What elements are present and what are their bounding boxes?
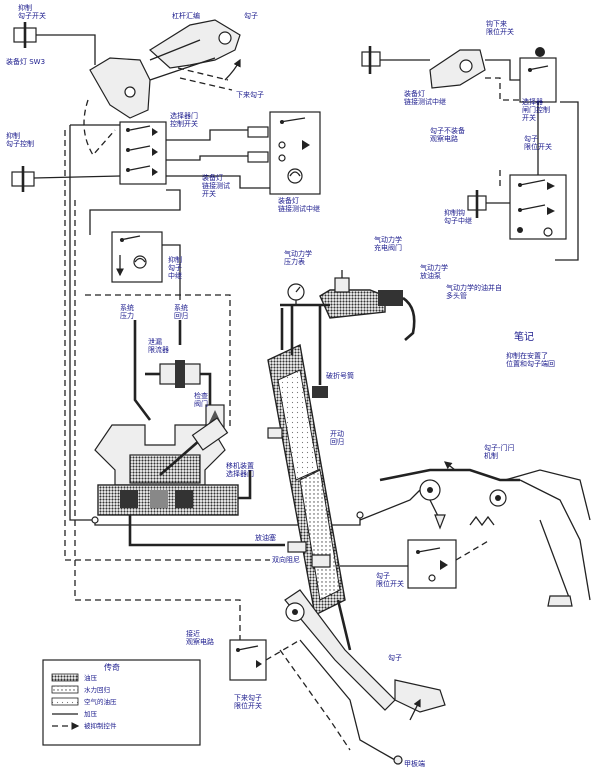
relief-restrictor [145, 360, 212, 410]
label-breakaway-cylinder: 破折号筒 [326, 371, 354, 380]
notes-body: 抑制在安置了位置和勾子端回 [506, 351, 555, 368]
cylinder-mount [267, 427, 283, 439]
label-hook-down-limit-sw: 钩下来限位开关 [486, 19, 514, 36]
label-maneuver-selector-valve: 移机装置选择器门 [226, 461, 254, 478]
label-hold-hook-ctrl: 抑制勾子控制 [6, 131, 34, 148]
dash-limit-out [455, 539, 491, 561]
label-hook-lower: 下来勾子 [236, 90, 264, 99]
legend-swatch-1 [51, 685, 79, 694]
label-pneumatic-vent: 气动力学放油泵 [420, 263, 448, 280]
mech-link-dash [83, 99, 116, 157]
label-gear-lamp-test-relay-l: 装备灯链接测试开关 [202, 173, 230, 198]
gear-lamp-test-relay-box [247, 111, 321, 195]
wire-c [166, 175, 270, 189]
label-hold-hook-relay: 抑制勾子中继 [168, 255, 182, 280]
label-gear-lamp-test-relay-tr: 装备灯链接测试中继 [404, 89, 446, 106]
hold-hook-switch [13, 22, 60, 48]
hook-down-limit-switch-group [361, 46, 557, 103]
breakaway-cylinder [267, 305, 352, 651]
dash-control-left [64, 130, 270, 561]
approach-circuit-box [229, 639, 267, 681]
hook-limit-switch-box [407, 539, 457, 589]
legend-swatch-2 [51, 697, 79, 706]
hook-gate-mechanism [379, 461, 591, 607]
label-system-return: 系统回归 [174, 303, 188, 320]
label-hold-hook-relay-r: 抑制钩勾子中继 [444, 208, 472, 225]
selector-valve-switch-box [119, 121, 167, 185]
label-pneumatic-oil-bottle: 气动力学的油并自多头管 [446, 283, 502, 300]
legend-item-3: 加压 [84, 709, 98, 718]
wire-relay-out [162, 244, 181, 300]
dash-approach [265, 639, 301, 661]
legend-item-1: 水力回归 [84, 685, 110, 694]
hold-hook-relay-r [467, 190, 510, 218]
lever-chain-assembly [89, 19, 241, 119]
label-check-valve: 检查阀门 [194, 391, 208, 408]
label-dual-damper: 双向阻尼 [272, 555, 300, 564]
wire-right-outer [555, 101, 579, 261]
dash-control-left-2 [74, 200, 241, 640]
node-bottom-left [91, 516, 99, 524]
label-lower-hook-limit-sw: 下来勾子限位开关 [234, 693, 262, 710]
pipe-pressure [133, 320, 152, 421]
wire-a [166, 129, 248, 141]
label-hook-limit-sw-r: 勾子限位开关 [524, 134, 552, 151]
label-hook-top: 勾子 [244, 11, 258, 20]
wire-b [166, 155, 248, 161]
label-hook-bottom: 勾子 [388, 653, 402, 662]
wire-to-gate [359, 489, 421, 521]
legend-item-2: 空气的油压 [84, 697, 117, 706]
label-drain-plug: 放油塞 [255, 533, 276, 542]
legend-item-0: 油压 [84, 673, 98, 682]
hold-hook-control [11, 166, 121, 192]
label-selector-gate-limit-sw: 选择器闸门控制开关 [522, 97, 550, 122]
label-approach-circuit: 接近观察电路 [186, 629, 214, 646]
hook-arm [279, 589, 446, 765]
wire-hold-hook [60, 34, 96, 65]
label-gear-lamp-sw3: 装备灯 SW3 [6, 57, 45, 66]
label-open-return: 开动回归 [330, 429, 344, 446]
pneumatic-accumulator [280, 270, 416, 341]
label-relief-restrictor: 泄漏限流器 [148, 337, 169, 354]
label-pneumatic-fill-valve: 气动力学充电阀门 [374, 235, 402, 252]
dash-control-mid [85, 294, 231, 430]
label-system-pressure: 系统压力 [120, 303, 134, 320]
maneuver-selector-valve-body [94, 417, 239, 516]
label-lever-chain: 杠杆汇编 [172, 11, 200, 20]
notes-title: 笔记 [514, 330, 534, 343]
label-hook-not-gear-circuit: 勾子不装备观察电路 [430, 126, 465, 143]
label-pneumatic-gauge: 气动力学压力表 [284, 249, 312, 266]
node-bottom-right [356, 511, 364, 519]
label-hold-hook-switch: 抑制勾子开关 [18, 3, 46, 20]
legend-title: 传奇 [104, 662, 120, 672]
wire-relay [89, 189, 181, 235]
label-hook-limit-sw: 勾子限位开关 [376, 571, 404, 588]
legend-item-4: 被抑制控件 [84, 721, 117, 730]
legend-swatch-0 [51, 673, 79, 682]
main-wire-left [69, 125, 95, 521]
selector-gate-limit-switch-box [509, 174, 567, 240]
hold-hook-relay-box [111, 231, 163, 283]
dual-damper-part [311, 554, 331, 568]
label-selector-valve-sw: 选择器门控制开关 [170, 111, 198, 128]
label-gear-lamp-test-relay-r: 装备灯链接测试中继 [278, 196, 320, 213]
label-deck-end: 甲板端 [404, 759, 425, 768]
legend: 传奇 油压 水力回归 空气的油压 加压 被抑制控件 [42, 659, 201, 746]
label-hook-gate-mech: 勾子-门闩机制 [484, 443, 515, 460]
drain-plug-part [287, 541, 307, 553]
pipe-valve-right [238, 470, 252, 500]
